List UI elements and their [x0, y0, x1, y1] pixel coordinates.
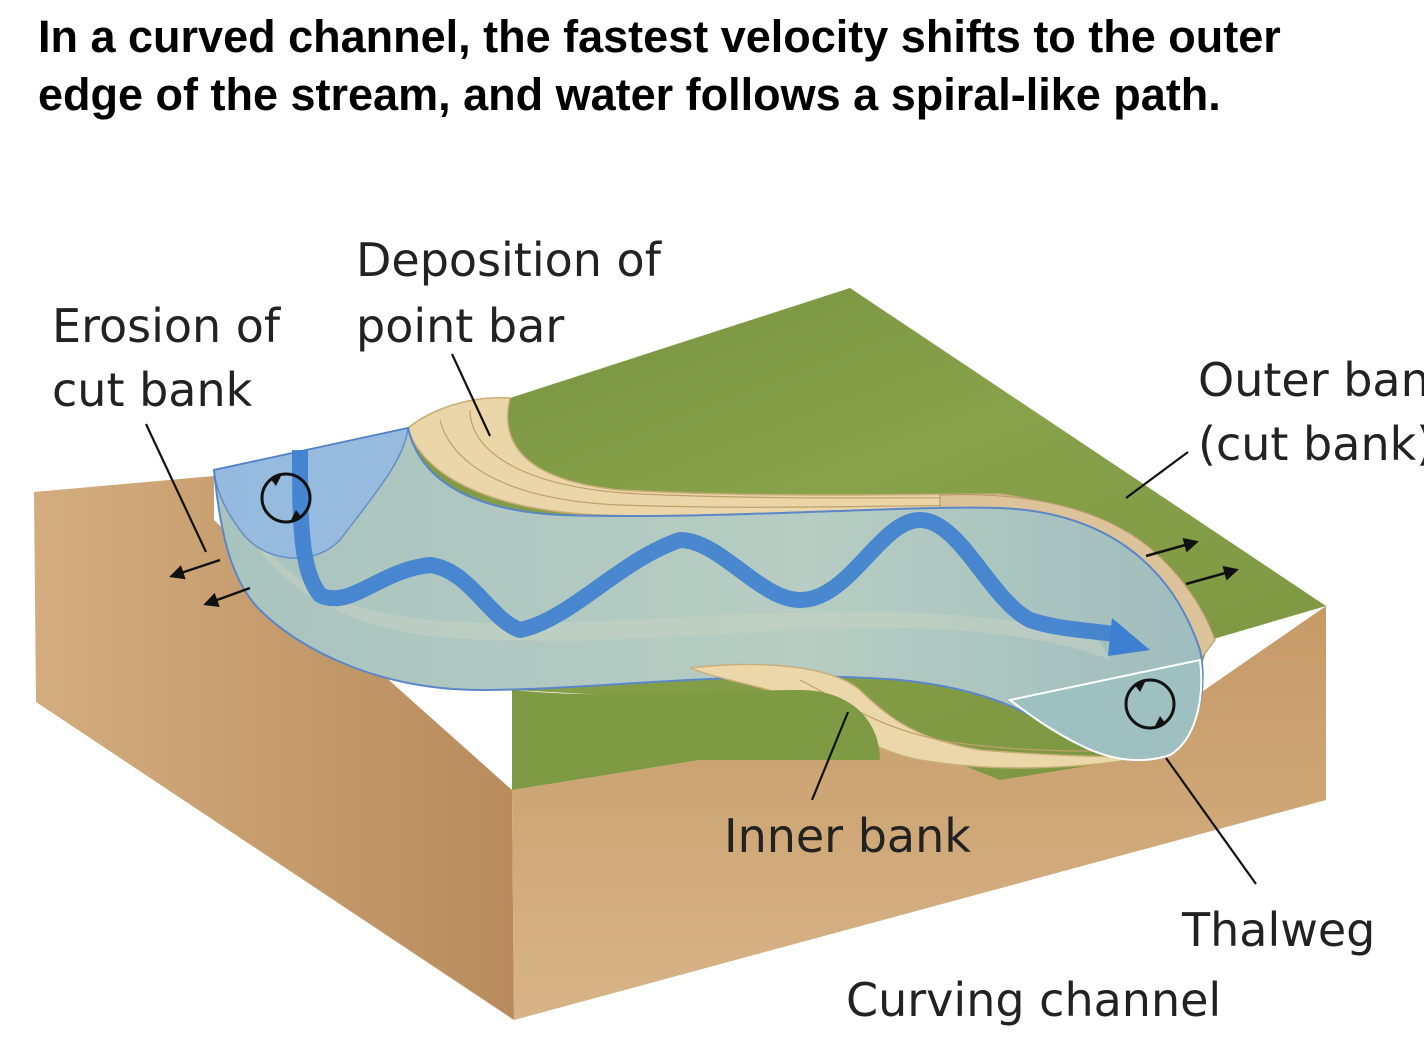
thalweg-rotation-icon — [1124, 678, 1176, 730]
downstream-cross-section — [1007, 658, 1203, 762]
erosion-arrow — [169, 558, 221, 580]
point-bar-layer-line — [439, 419, 1021, 508]
point-bar-layer-line — [469, 409, 1001, 499]
erosion-arrow — [1185, 566, 1239, 586]
outer-bank-leader-line — [1125, 451, 1189, 499]
label-deposition-line-2: point bar — [356, 299, 564, 353]
label-inner-bank: Inner bank — [724, 809, 971, 863]
heading-line-1: In a curved channel, the fastest velocit… — [38, 11, 1281, 62]
heading-line-2: edge of the stream, and water follows a … — [38, 69, 1221, 120]
inner-bank-leader-line — [810, 711, 850, 801]
inner-bank-grass — [512, 690, 880, 790]
upstream-rotation-icon — [260, 472, 312, 524]
label-erosion-line-2: cut bank — [52, 363, 253, 417]
label-erosion-line-1: Erosion of — [52, 299, 282, 353]
thalweg-leader-line — [1165, 757, 1257, 885]
spiral-flow-arrow — [292, 449, 1122, 643]
erosion-arrow — [203, 586, 251, 607]
block-left-face — [34, 476, 514, 1020]
label-outer-line-2: (cut bank) — [1198, 417, 1424, 471]
block-front-face — [512, 606, 1326, 1020]
figure-heading: In a curved channel, the fastest velocit… — [38, 8, 1398, 124]
erosion-arrow — [1145, 538, 1199, 558]
label-curving-channel: Curving channel — [846, 973, 1221, 1027]
label-outer-line-1: Outer bank — [1198, 353, 1424, 407]
erosion-leader-line — [145, 423, 207, 553]
label-thalweg: Thalweg — [1181, 903, 1375, 957]
spiral-flow-arrowhead — [1108, 618, 1150, 656]
channel-banks-shading — [240, 520, 1110, 660]
deposition-leader-line — [451, 353, 491, 437]
label-deposition-line-1: Deposition of — [356, 233, 663, 287]
